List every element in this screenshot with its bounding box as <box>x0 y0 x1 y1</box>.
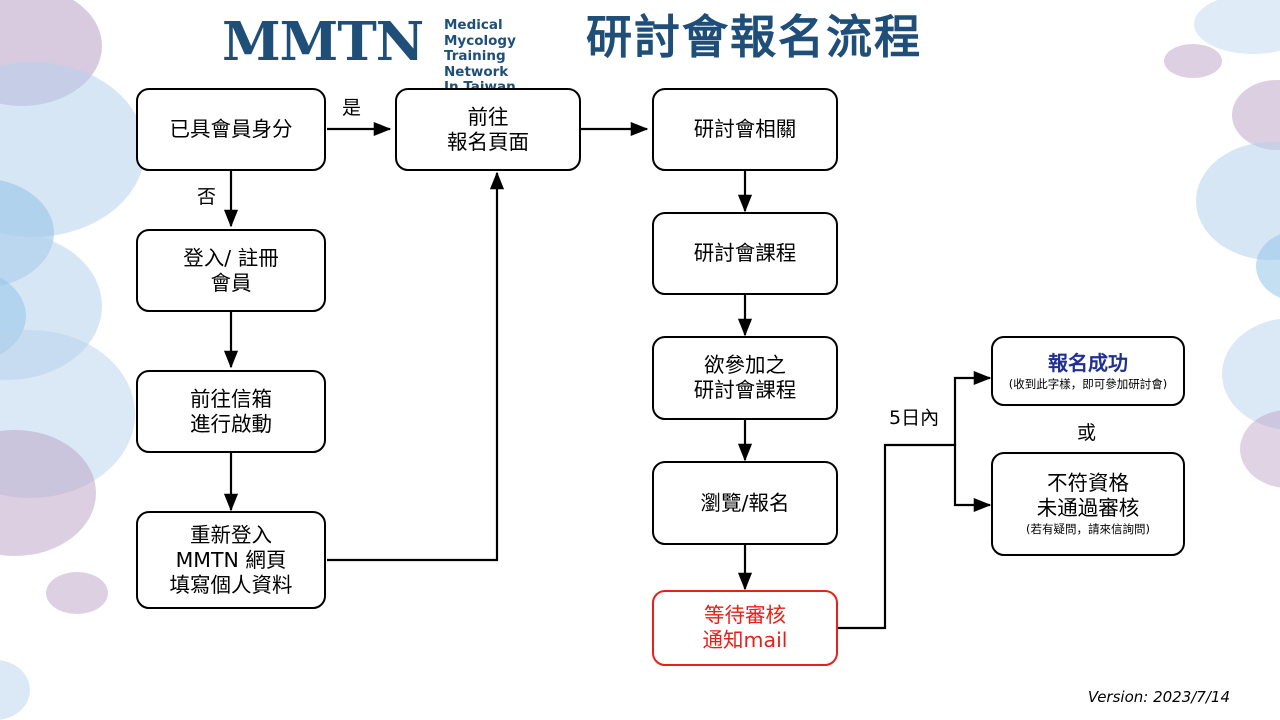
node-not-qualified-line2: 未通過審核 <box>1036 496 1140 521</box>
node-seminar-related[interactable]: 研討會相關 <box>652 88 838 171</box>
node-seminar-related-line1: 研討會相關 <box>693 117 797 141</box>
edge-await-to-rejected <box>953 445 992 513</box>
node-register-success-title: 報名成功 <box>1048 351 1128 376</box>
logo-wordmark: MMTN <box>222 11 424 73</box>
slide-header: MMTN Medical Mycology Training Network I… <box>0 0 1280 95</box>
node-login-signup-line2: 會員 <box>210 270 252 295</box>
node-login-signup[interactable]: 登入/ 註冊 會員 <box>136 229 326 312</box>
node-not-qualified-line1: 不符資格 <box>1047 471 1129 496</box>
node-await-review-mail[interactable]: 等待審核 通知mail <box>652 590 838 666</box>
node-not-qualified[interactable]: 不符資格 未通過審核 (若有疑問，請來信詢問) <box>991 452 1185 556</box>
logo-subtitle-line1: Medical Mycology <box>444 17 516 49</box>
node-relogin-line2: MMTN 網頁 <box>175 547 287 572</box>
node-goto-register-page-line2: 報名頁面 <box>447 129 529 154</box>
node-seminar-course[interactable]: 研討會課程 <box>652 212 838 295</box>
node-relogin-line1: 重新登入 <box>190 522 272 547</box>
node-member-status[interactable]: 已具會員身分 <box>136 88 326 171</box>
edge-relogin-to-register <box>327 171 505 562</box>
node-login-signup-line1: 登入/ 註冊 <box>183 245 279 270</box>
node-relogin-line3: 填寫個人資料 <box>169 572 293 597</box>
node-goto-mailbox-line1: 前往信箱 <box>190 386 272 411</box>
node-desired-course[interactable]: 欲參加之 研討會課程 <box>652 336 838 420</box>
node-goto-register-page-line1: 前往 <box>467 104 509 129</box>
edge-label-within-five-days: 5日內 <box>889 407 940 429</box>
node-seminar-course-line1: 研討會課程 <box>693 241 797 265</box>
node-desired-course-line2: 研討會課程 <box>693 378 797 402</box>
node-goto-register-page[interactable]: 前往 報名頁面 <box>395 88 581 171</box>
version-label: Version: 2023/7/14 <box>1087 688 1230 706</box>
node-goto-mailbox[interactable]: 前往信箱 進行啟動 <box>136 370 326 453</box>
node-member-status-line1: 已具會員身分 <box>169 117 293 141</box>
edge-await-to-success <box>838 370 992 630</box>
node-goto-mailbox-line2: 進行啟動 <box>190 411 272 436</box>
edge-label-or: 或 <box>1077 422 1097 444</box>
logo-subtitle-line2: Training Network <box>444 48 509 80</box>
node-desired-course-line1: 欲參加之 <box>704 353 786 377</box>
edge-label-no: 否 <box>197 186 217 208</box>
node-relogin-fill-profile[interactable]: 重新登入 MMTN 網頁 填寫個人資料 <box>136 511 326 609</box>
node-register-success[interactable]: 報名成功 (收到此字樣，即可參加研討會) <box>991 336 1185 406</box>
node-await-review-line1: 等待審核 <box>704 603 786 627</box>
edge-label-yes: 是 <box>342 97 362 119</box>
page-title: 研討會報名流程 <box>586 10 922 64</box>
node-browse-register[interactable]: 瀏覽/報名 <box>652 461 838 545</box>
node-await-review-line2: 通知mail <box>702 628 788 652</box>
mmtn-logo: MMTN Medical Mycology Training Network I… <box>222 8 567 95</box>
node-register-success-note: (收到此字樣，即可參加研討會) <box>1008 376 1168 391</box>
node-browse-register-line1: 瀏覽/報名 <box>700 490 790 515</box>
node-not-qualified-note: (若有疑問，請來信詢問) <box>1026 522 1150 537</box>
